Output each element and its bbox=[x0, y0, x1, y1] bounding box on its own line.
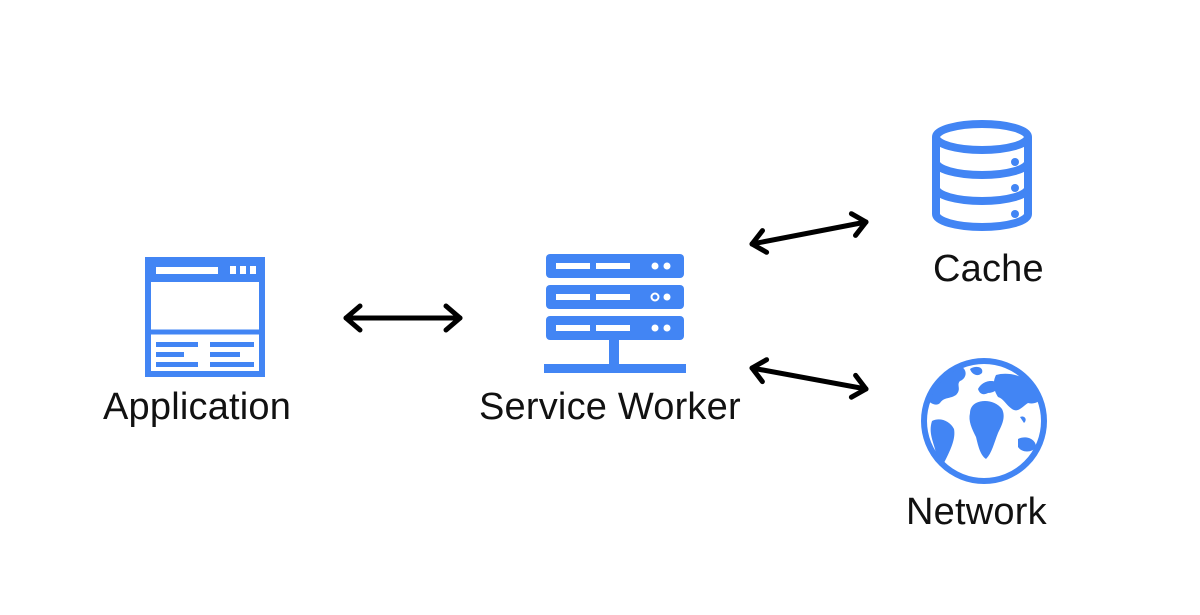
arrow-service-worker-cache bbox=[749, 211, 869, 255]
server-stack-icon bbox=[544, 254, 686, 373]
arrow-service-worker-network bbox=[749, 357, 869, 400]
network-label: Network bbox=[906, 491, 1047, 533]
cache-label: Cache bbox=[933, 248, 1044, 290]
browser-window-icon bbox=[145, 257, 265, 377]
database-icon bbox=[932, 120, 1032, 231]
arrow-application-service-worker bbox=[343, 303, 463, 333]
service-worker-label: Service Worker bbox=[479, 386, 741, 428]
globe-icon bbox=[921, 358, 1047, 484]
application-label: Application bbox=[103, 386, 292, 428]
